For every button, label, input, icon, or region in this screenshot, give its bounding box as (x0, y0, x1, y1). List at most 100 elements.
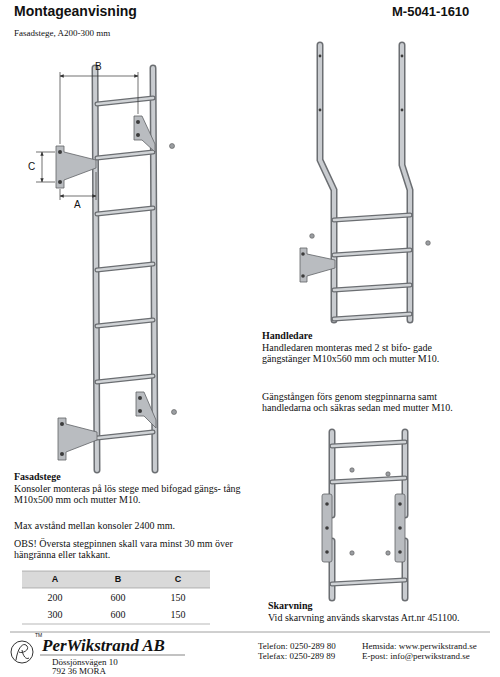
rail-hole (401, 109, 404, 112)
ladder-rung (332, 580, 405, 584)
instruction-text: Gängstången förs genom stegpinnarna samt… (262, 391, 457, 413)
bracket-hole (60, 452, 64, 456)
dimension-lines (36, 72, 138, 200)
ladder-rung (97, 320, 153, 326)
ladder-rung (334, 250, 410, 255)
ladder-rung (97, 98, 153, 104)
bolt (170, 144, 175, 149)
dimension-line (60, 196, 96, 197)
page-title: Montageanvisning (14, 4, 137, 20)
table-cell: 600 (93, 609, 143, 620)
facade-ladder (56, 68, 177, 470)
ladder-rung (97, 98, 153, 104)
dimension-line (42, 152, 43, 182)
contact-line: Hemsida: www.perwikstrand.se (362, 641, 477, 651)
splice-plate (322, 494, 332, 562)
bracket-hole (136, 133, 140, 137)
instruction-text: Handledaren monteras med 2 st bifo- gade… (262, 342, 457, 364)
rungs (97, 98, 153, 438)
table-header: A (30, 574, 80, 584)
ladder-rung (332, 580, 405, 584)
section-heading: Handledare (262, 330, 312, 341)
ladder-rung (332, 478, 405, 482)
table-header: B (93, 574, 143, 584)
contact-line: E-post: info@perwikstrand.se (362, 651, 470, 661)
ladder-rung (332, 478, 405, 482)
splice-plate (395, 494, 405, 562)
bolt (310, 234, 315, 239)
dimension-table (22, 571, 210, 624)
dimension-letter: C (28, 161, 35, 172)
ladder-rung (332, 442, 405, 446)
ladder-rung (334, 215, 410, 220)
table-cell: 150 (153, 609, 203, 620)
wall-bracket (136, 392, 156, 428)
bracket-hole (58, 180, 62, 184)
wall-bracket (58, 418, 97, 460)
address-line: Dössjönsvägen 10 (52, 657, 118, 667)
ladder-rung (97, 376, 153, 382)
contact-line: Telefax: 0250-289 89 (258, 651, 335, 661)
ladder-rung (97, 432, 153, 438)
handrail-ladder (300, 45, 430, 320)
rail-hole (319, 55, 322, 58)
ladder-rung (334, 314, 410, 319)
bolt (172, 410, 177, 415)
rail-hole (319, 109, 322, 112)
dimension-line (60, 76, 138, 77)
footer-rule (10, 632, 490, 633)
plate-hole (325, 526, 329, 530)
company-logo-text: PerWikstrand AB (42, 636, 165, 655)
ladder-rung (334, 314, 410, 319)
splice-ladder (322, 432, 405, 598)
dimension-letter: B (95, 61, 102, 72)
ladder-rung (97, 432, 153, 438)
document-number: M-5041-1610 (392, 5, 469, 20)
instruction-text: Konsoler monteras på lös stege med bifog… (14, 483, 254, 505)
extension-line (60, 189, 61, 200)
table-cell: 600 (93, 592, 143, 603)
trademark-mark: TM (35, 633, 42, 639)
bracket-hole (138, 409, 142, 413)
table-cell: 150 (153, 592, 203, 603)
bolt (386, 472, 390, 476)
bracket-hole (58, 150, 62, 154)
table-cell: 200 (30, 592, 80, 603)
section-heading: Fasadstege (14, 471, 61, 482)
note-text: OBS! Översta stegpinnen skall vara minst… (14, 538, 246, 560)
table-cell: 300 (30, 609, 80, 620)
ladder-rung (97, 152, 153, 158)
plate-hole (398, 502, 402, 506)
ladder-rail (153, 68, 155, 470)
bolt (426, 241, 431, 246)
ladder-rung (97, 264, 153, 270)
dimension-letter: A (74, 199, 81, 210)
ladder-rung (97, 208, 153, 214)
ladder-rung (97, 320, 153, 326)
bracket-hole (301, 274, 305, 278)
plate-hole (325, 502, 329, 506)
section-heading: Skarvning (268, 600, 312, 611)
wall-bracket (56, 146, 96, 188)
bolt (350, 468, 354, 472)
logo-monogram (16, 645, 29, 660)
table-rule (22, 624, 210, 625)
extension-line (36, 152, 55, 153)
extension-line (60, 72, 61, 144)
plate-hole (398, 550, 402, 554)
bolt (350, 551, 354, 555)
ladder-rung (334, 285, 410, 290)
ladder-rung (97, 264, 153, 270)
table-rule (22, 588, 210, 589)
handrail (320, 45, 334, 320)
extension-line (36, 182, 55, 183)
ladder-rung (334, 250, 410, 255)
ladder-rung (332, 442, 405, 446)
ladder-rung (97, 376, 153, 382)
ladder-rung (97, 152, 153, 158)
bracket-hole (60, 422, 64, 426)
ladder-rail (153, 68, 155, 470)
wall-bracket (300, 248, 335, 282)
